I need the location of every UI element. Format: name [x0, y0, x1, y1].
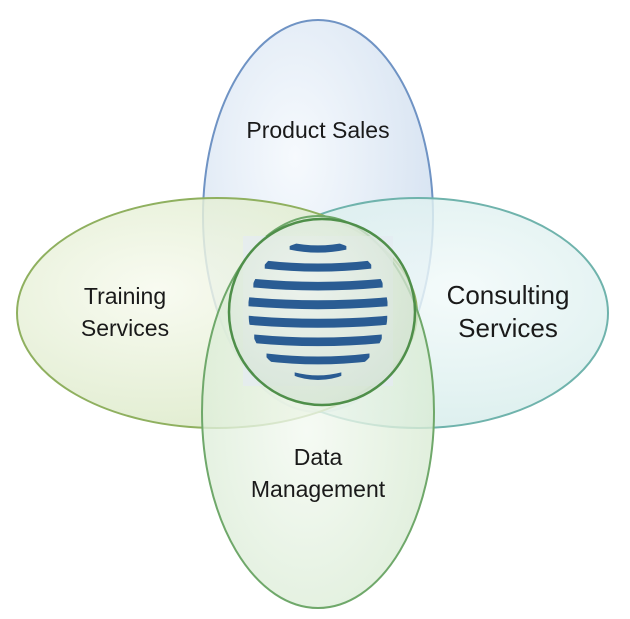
label-line: Consulting [447, 280, 570, 310]
globe-stripe [254, 334, 382, 347]
product-sales-label: Product Sales [246, 117, 389, 143]
label-line: Data [294, 444, 343, 470]
globe-stripe [253, 278, 383, 291]
label-line: Product Sales [246, 117, 389, 143]
globe-stripe [248, 315, 388, 328]
label-line: Management [251, 476, 386, 502]
globe-stripe [266, 353, 370, 365]
striped-globe-logo-icon [248, 242, 388, 380]
label-line: Services [458, 313, 558, 343]
globe-stripe [289, 242, 347, 253]
globe-stripe [264, 260, 372, 272]
label-line: Services [81, 315, 169, 341]
globe-stripe [248, 297, 388, 310]
label-line: Training [84, 283, 166, 309]
globe-stripe [294, 372, 342, 380]
